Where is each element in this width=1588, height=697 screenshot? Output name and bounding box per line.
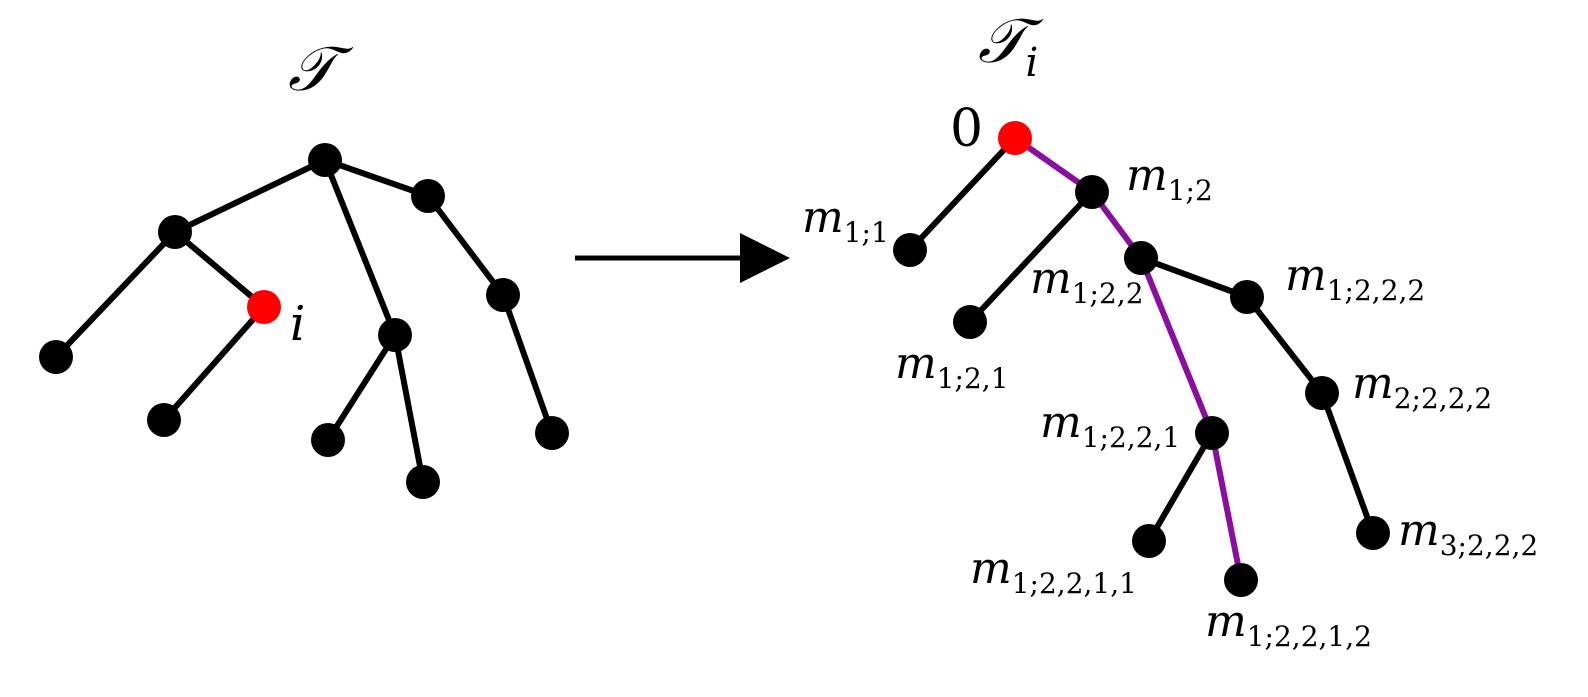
edge [392,332,426,485]
tree-node [535,416,569,450]
node-label-m12: m1;2 [1126,150,1213,207]
node-label-m12211: m1;2,2,1,1 [970,543,1137,600]
tree-node [953,305,987,339]
node-label-m1222: m1;2,2,2 [1285,250,1425,307]
tree-node [158,215,192,249]
edge [325,332,398,443]
tree-node [411,179,445,213]
edge [967,189,1095,325]
tree-node [1305,376,1339,410]
tree-node [1124,241,1158,275]
tree-node [1132,524,1166,558]
edge [425,193,506,298]
edge [322,157,431,199]
path-edge [1209,430,1244,583]
edge [907,135,1018,253]
node-label-m1221: m1;2,2,1 [1040,397,1180,454]
tree-node [1195,416,1229,450]
left-tree: 𝒯 i [39,32,569,499]
edge [500,292,555,436]
tree-node [1224,563,1258,597]
tree-node [39,340,73,374]
edge [1244,294,1325,396]
node-label-m12212: m1;2,2,1,2 [1205,596,1372,653]
right-tree-title: 𝒯i [978,4,1044,86]
edge [172,157,328,235]
node-label-m121: m1;2,1 [895,338,1009,395]
edge [1138,255,1250,300]
edge [1146,430,1215,544]
highlighted-node [247,290,281,324]
edge [322,157,398,338]
tree-node [486,278,520,312]
tree-node [311,423,345,457]
edge [1319,390,1376,536]
path-edge [1138,255,1215,436]
right-tree: 𝒯i 0 m1;1 m1;2 m1;2,2 m1;2,1 m1;2,2,2 m2… [802,4,1538,653]
edge [53,229,178,360]
highlighted-node-label: i [290,296,305,352]
edge [161,304,267,423]
tree-node [308,143,342,177]
tree-node [893,233,927,267]
tree-node [1075,175,1109,209]
node-label-m3222: m3;2,2,2 [1398,505,1538,562]
tree-node [1356,516,1390,550]
tree-node [1230,280,1264,314]
tree-node [147,403,181,437]
tree-node [378,318,412,352]
root-label: 0 [950,99,983,159]
node-label-m2222: m2;2,2,2 [1352,358,1492,415]
root-node [998,121,1032,155]
node-label-m11: m1;1 [802,192,889,249]
edge [172,229,267,310]
tree-node [406,465,440,499]
node-label-m122: m1;2,2 [1030,253,1144,310]
left-tree-title: 𝒯 [288,32,354,105]
